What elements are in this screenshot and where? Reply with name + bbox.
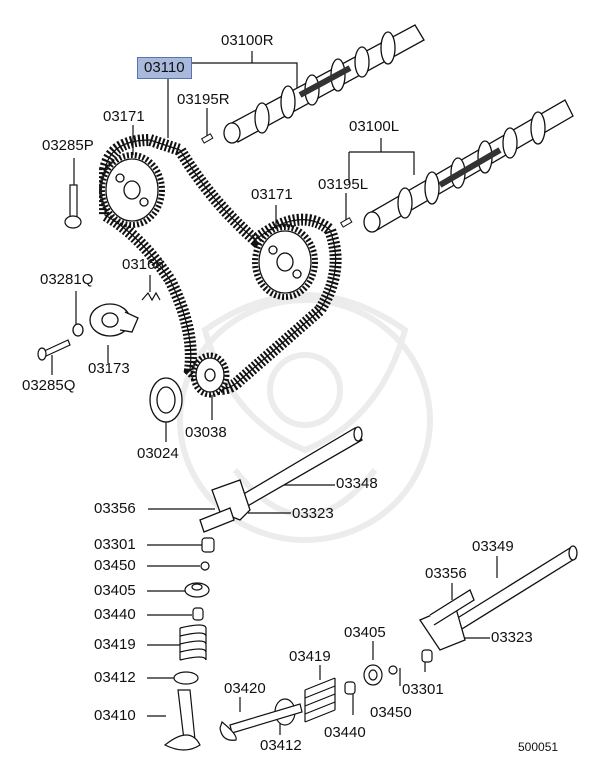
tensioner-bolt[interactable] bbox=[37, 339, 71, 361]
label-lash-adjuster-right[interactable]: 03301 bbox=[402, 681, 444, 698]
label-bolt-tensioner[interactable]: 03285Q bbox=[22, 377, 76, 394]
crankshaft-sprocket[interactable] bbox=[190, 352, 230, 398]
valve-stack-left[interactable] bbox=[163, 537, 215, 751]
label-valve-exhaust[interactable]: 03410 bbox=[94, 707, 136, 724]
camshaft-sprocket-upper[interactable] bbox=[99, 152, 165, 228]
label-rocker-arm-upper[interactable]: 03323 bbox=[292, 505, 334, 522]
tensioner-pulley[interactable] bbox=[72, 303, 139, 337]
label-tensioner-pulley[interactable]: 03281Q bbox=[40, 271, 94, 288]
label-tensioner-arm[interactable]: 03173 bbox=[88, 360, 130, 377]
label-valve-seal-left[interactable]: 03440 bbox=[94, 606, 136, 623]
label-camshaft-r[interactable]: 03100R bbox=[221, 32, 274, 49]
label-rocker-shaft-lower[interactable]: 03349 bbox=[472, 538, 514, 555]
label-tensioner-spring[interactable]: 03166 bbox=[122, 256, 164, 273]
crankshaft-plate[interactable] bbox=[149, 377, 183, 423]
label-bolt-sprocket[interactable]: 03285P bbox=[42, 137, 94, 154]
camshaft-right[interactable] bbox=[223, 24, 425, 144]
diagram-code: 500051 bbox=[518, 740, 559, 754]
label-retainer-right[interactable]: 03405 bbox=[344, 624, 386, 641]
camshaft-sprocket-middle[interactable] bbox=[252, 224, 318, 300]
label-rocker-shaft-upper[interactable]: 03348 bbox=[336, 475, 378, 492]
label-adjusting-screw-left[interactable]: 03356 bbox=[94, 500, 136, 517]
label-rocker-arm-lower[interactable]: 03323 bbox=[491, 629, 533, 646]
dowel-pin-left[interactable] bbox=[339, 217, 353, 228]
tensioner-spring[interactable] bbox=[141, 291, 161, 302]
label-valve-seal-right[interactable]: 03440 bbox=[324, 724, 366, 741]
label-adjusting-screw-right[interactable]: 03356 bbox=[425, 565, 467, 582]
label-timing-belt[interactable]: 03110 bbox=[137, 57, 192, 79]
rocker-shaft-lower[interactable] bbox=[419, 545, 578, 651]
label-sprocket-upper[interactable]: 03171 bbox=[103, 108, 145, 125]
label-crank-sprocket[interactable]: 03038 bbox=[185, 424, 227, 441]
label-retainer-left[interactable]: 03405 bbox=[94, 582, 136, 599]
label-crank-plate[interactable]: 03024 bbox=[137, 445, 179, 462]
label-dowel-l[interactable]: 03195L bbox=[318, 176, 369, 193]
dowel-pin-right[interactable] bbox=[200, 133, 214, 144]
label-valve-intake[interactable]: 03420 bbox=[224, 680, 266, 697]
label-dowel-r[interactable]: 03195R bbox=[177, 91, 230, 108]
valve-stack-right[interactable] bbox=[219, 649, 433, 741]
label-sprocket-middle[interactable]: 03171 bbox=[251, 186, 293, 203]
label-lash-adjuster[interactable]: 03301 bbox=[94, 536, 136, 553]
label-clip-right[interactable]: 03450 bbox=[370, 704, 412, 721]
camshaft-left[interactable] bbox=[363, 99, 574, 233]
label-valve-spring-right[interactable]: 03419 bbox=[289, 648, 331, 665]
timing-belt[interactable] bbox=[99, 133, 342, 395]
label-valve-spring-left[interactable]: 03419 bbox=[94, 636, 136, 653]
label-spring-seat-left[interactable]: 03412 bbox=[94, 669, 136, 686]
label-clip-left[interactable]: 03450 bbox=[94, 557, 136, 574]
label-spring-seat-right[interactable]: 03412 bbox=[260, 737, 302, 754]
sprocket-bolt[interactable] bbox=[64, 184, 82, 229]
label-camshaft-l[interactable]: 03100L bbox=[349, 118, 400, 135]
rocker-shaft-upper[interactable] bbox=[199, 426, 363, 533]
